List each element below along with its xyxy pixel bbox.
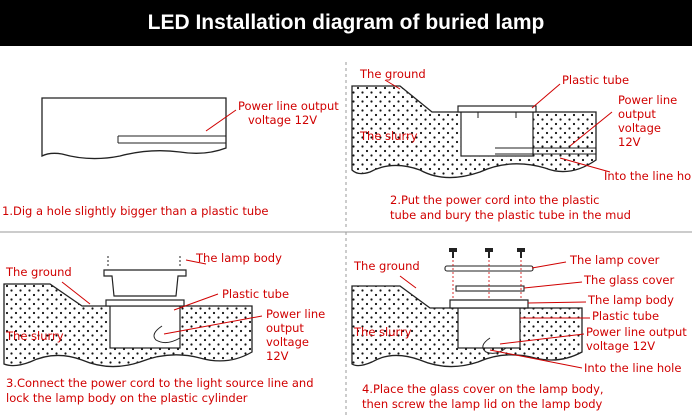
screw-icon (449, 248, 525, 258)
step2-tube-label: Plastic tube (562, 73, 629, 87)
step3-slurry-label: The slurry (5, 329, 64, 343)
step2-power-label-3: voltage (618, 121, 661, 135)
step4-ground-label: The ground (353, 259, 420, 273)
title-bar: LED Installation diagram of buried lamp (0, 0, 692, 46)
step4-glass-cover (455, 285, 525, 292)
step4-lamp-body (449, 299, 529, 309)
step4-power-label-1: Power line output (586, 325, 687, 339)
step3-lamp-body-label: The lamp body (195, 251, 282, 265)
step4-caption-1: 4.Place the glass cover on the lamp body… (362, 382, 604, 396)
step2-line-hole-label: Into the line hole (604, 169, 692, 183)
panel-dividers (0, 62, 692, 417)
step1-power-label-1: Power line output (238, 99, 339, 113)
step1-panel: Power line output voltage 12V 1.Dig a ho… (2, 97, 339, 218)
step2-power-label-2: output (618, 107, 656, 121)
step1-soil-block (41, 97, 227, 160)
step3-power-label-1: Power line (266, 307, 325, 321)
step3-tube-label: Plastic tube (222, 287, 289, 301)
step3-ground-label: The ground (5, 265, 72, 279)
page-title: LED Installation diagram of buried lamp (147, 11, 545, 34)
step2-ground-label: The ground (359, 67, 426, 81)
step1-power-label-2: voltage 12V (248, 113, 317, 127)
step3-power-label-4: 12V (266, 349, 289, 363)
step1-caption: 1.Dig a hole slightly bigger than a plas… (2, 204, 269, 218)
step4-panel: The lamp cover The ground The glass cove… (351, 248, 687, 411)
step3-panel: The lamp body The ground Plastic tube Th… (3, 251, 325, 405)
step2-slurry-label: The slurry (359, 129, 418, 143)
step4-lamp-cover-label: The lamp cover (569, 253, 660, 267)
step4-lamp-body-label: The lamp body (587, 293, 674, 307)
step4-tube-label: Plastic tube (592, 309, 659, 323)
installation-diagram: Power line output voltage 12V 1.Dig a ho… (0, 62, 692, 417)
step4-glass-cover-label: The glass cover (583, 273, 674, 287)
step4-power-label-2: voltage 12V (586, 339, 655, 353)
step2-caption-1: 2.Put the power cord into the plastic (390, 193, 600, 207)
step4-line-hole-label: Into the line hole (584, 361, 681, 375)
step3-caption-1: 3.Connect the power cord to the light so… (6, 376, 314, 390)
step2-power-label-4: 12V (618, 135, 641, 149)
step4-plastic-tube (457, 307, 521, 349)
step4-slurry-label: The slurry (353, 325, 412, 339)
step3-power-label-2: output (266, 321, 304, 335)
step4-caption-2: then screw the lamp lid on the lamp body (362, 397, 603, 411)
step2-caption-2: tube and bury the plastic tube in the mu… (390, 208, 631, 222)
step3-power-label-3: voltage (266, 335, 309, 349)
step2-power-label-1: Power line (618, 93, 677, 107)
step3-caption-2: lock the lamp body on the plastic cylind… (6, 391, 248, 405)
step2-plastic-tube (460, 111, 534, 157)
step3-lamp-body (103, 269, 187, 297)
step2-panel: The ground The slurry Plastic tube Power… (351, 67, 692, 222)
